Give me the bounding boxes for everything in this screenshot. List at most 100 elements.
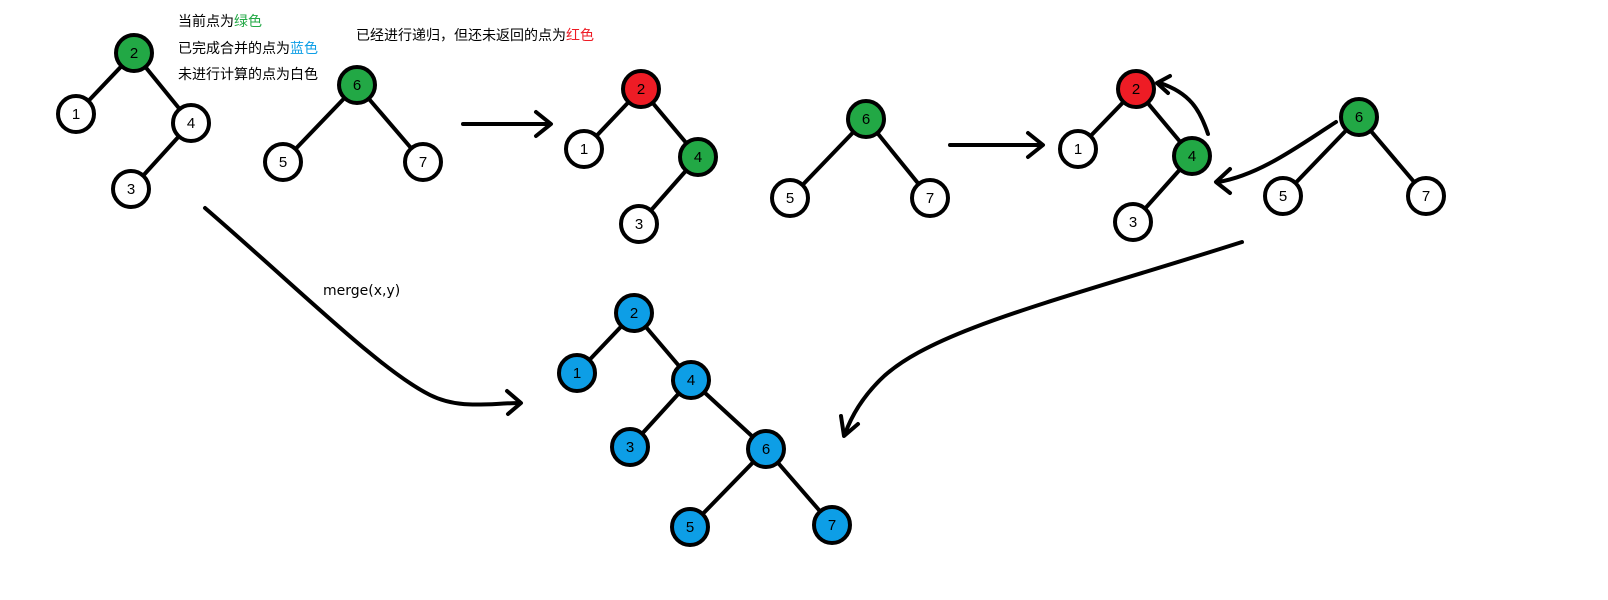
tree-node-7: 7 <box>812 505 852 545</box>
node-label: 6 <box>862 111 870 128</box>
node-label: 3 <box>1129 214 1137 231</box>
arrow-result-head <box>839 414 860 438</box>
tree-node-4: 4 <box>171 103 211 143</box>
node-circle <box>1058 129 1098 169</box>
arrow-six-to-four-head <box>1214 167 1232 195</box>
node-circle <box>610 427 650 467</box>
tree-node-3: 3 <box>619 204 659 244</box>
tree-node-6: 6 <box>746 429 786 469</box>
tree-node-7: 7 <box>910 178 950 218</box>
node-label: 7 <box>828 517 836 534</box>
tree-node-5: 5 <box>770 178 810 218</box>
tree-node-7: 7 <box>1406 176 1446 216</box>
node-circle <box>1172 136 1212 176</box>
node-circle <box>564 129 604 169</box>
node-label: 2 <box>637 81 645 98</box>
tree-x-initial: 2 1 4 3 <box>56 33 211 209</box>
legend-recursing-prefix: 已经进行递归，但还未返回的点为 <box>356 28 566 44</box>
legend-current-prefix: 当前点为 <box>178 14 234 30</box>
node-label: 3 <box>635 216 643 233</box>
tree-node-4: 4 <box>1172 136 1212 176</box>
node-label: 7 <box>419 154 427 171</box>
arrow-result-curve <box>843 240 1244 436</box>
node-circle <box>1263 176 1303 216</box>
node-circle <box>671 360 711 400</box>
tree-y-step3: 6 5 7 <box>1263 97 1446 216</box>
node-label: 5 <box>686 519 694 536</box>
node-label: 1 <box>573 365 581 382</box>
tree-node-2: 2 <box>1116 69 1156 109</box>
tree-node-3: 3 <box>111 169 151 209</box>
node-label: 4 <box>187 115 195 132</box>
node-circle <box>670 507 710 547</box>
node-circle <box>56 94 96 134</box>
arrow-four-to-two <box>1158 81 1210 136</box>
node-circle <box>1406 176 1446 216</box>
tree-node-4: 4 <box>678 137 718 177</box>
tree-node-2: 2 <box>114 33 154 73</box>
node-label: 4 <box>687 372 695 389</box>
node-label: 7 <box>926 190 934 207</box>
node-circle <box>171 103 211 143</box>
node-circle <box>557 353 597 393</box>
tree-node-1: 1 <box>557 353 597 393</box>
tree-x-step3: 2 1 4 3 <box>1058 69 1212 242</box>
tree-node-4: 4 <box>671 360 711 400</box>
node-label: 2 <box>130 45 138 62</box>
tree-node-2: 2 <box>614 293 654 333</box>
tree-node-5: 5 <box>670 507 710 547</box>
node-label: 5 <box>1279 188 1287 205</box>
tree-y-initial: 6 5 7 <box>263 65 443 182</box>
arrow-six-to-four <box>1216 120 1338 184</box>
tree-node-2: 2 <box>621 69 661 109</box>
node-label: 6 <box>762 441 770 458</box>
node-circle <box>614 293 654 333</box>
node-label: 6 <box>353 77 361 94</box>
tree-y-step2: 6 5 7 <box>770 99 950 218</box>
node-circle <box>1113 202 1153 242</box>
tree-x-step2: 2 1 4 3 <box>564 69 718 244</box>
arrow-four-to-two-head <box>1155 74 1172 95</box>
node-circle <box>746 429 786 469</box>
legend-current: 当前点为绿色 <box>178 11 262 31</box>
node-circle <box>111 169 151 209</box>
node-circle <box>910 178 950 218</box>
node-label: 3 <box>127 181 135 198</box>
arrow-merge-head <box>505 389 523 416</box>
node-label: 7 <box>1422 188 1430 205</box>
merge-label: merge(x,y) <box>323 283 401 299</box>
tree-merged: 2 1 4 3 6 5 7 <box>557 293 852 547</box>
arrows-layer <box>203 74 1338 438</box>
legend-merged-prefix: 已完成合并的点为 <box>178 41 290 57</box>
arrow-step1-head <box>534 110 553 138</box>
node-circle <box>337 65 377 105</box>
legend-red-word: 红色 <box>566 28 594 44</box>
node-circle <box>770 178 810 218</box>
nodes-layer: 2 1 4 3 6 5 7 2 1 4 3 6 5 7 2 1 4 3 6 5 7 2 1 4 3 6 5 7 <box>56 33 1446 547</box>
legend-recursing: 已经进行递归，但还未返回的点为红色 <box>356 25 594 45</box>
node-label: 4 <box>694 149 702 166</box>
node-label: 3 <box>626 439 634 456</box>
node-label: 1 <box>72 106 80 123</box>
legend-uncomputed: 未进行计算的点为白色 <box>178 64 318 84</box>
tree-node-1: 1 <box>1058 129 1098 169</box>
node-label: 1 <box>580 141 588 158</box>
tree-node-6: 6 <box>1339 97 1379 137</box>
tree-node-5: 5 <box>1263 176 1303 216</box>
node-label: 6 <box>1355 109 1363 126</box>
node-label: 2 <box>630 305 638 322</box>
tree-node-6: 6 <box>846 99 886 139</box>
node-circle <box>812 505 852 545</box>
tree-node-6: 6 <box>337 65 377 105</box>
legend-green-word: 绿色 <box>234 14 262 30</box>
arrow-merge-curve <box>203 206 522 407</box>
legend-uncomputed-text: 未进行计算的点为白色 <box>178 67 318 83</box>
tree-node-1: 1 <box>56 94 96 134</box>
tree-node-3: 3 <box>1113 202 1153 242</box>
node-circle <box>678 137 718 177</box>
node-label: 2 <box>1132 81 1140 98</box>
tree-node-5: 5 <box>263 142 303 182</box>
node-circle <box>263 142 303 182</box>
legend-blue-word: 蓝色 <box>290 41 318 57</box>
